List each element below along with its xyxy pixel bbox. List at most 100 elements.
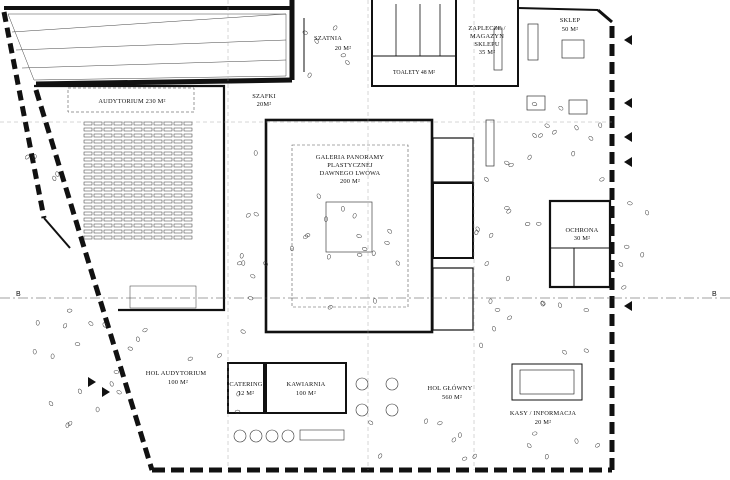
person-figure <box>48 401 54 407</box>
person-figure <box>32 349 37 355</box>
seat <box>113 133 123 138</box>
seat <box>153 205 163 210</box>
seat <box>153 169 163 174</box>
seat <box>123 223 133 228</box>
seat <box>93 163 103 168</box>
facade-left-west <box>1 11 47 219</box>
seat <box>103 223 113 228</box>
inner-walls <box>34 0 612 414</box>
person-figure <box>384 240 390 245</box>
seat <box>173 151 183 156</box>
person-figure <box>327 305 333 310</box>
label-toalety: TOALETY 48 M² <box>393 70 435 76</box>
seat <box>113 151 123 156</box>
seat <box>183 193 193 198</box>
seat <box>83 229 93 234</box>
seat <box>163 157 173 162</box>
seat <box>83 211 93 216</box>
seat <box>173 157 183 162</box>
seat <box>123 229 133 234</box>
person-figure <box>368 420 374 425</box>
person-figure <box>588 136 594 141</box>
seat <box>83 151 93 156</box>
seat <box>153 175 163 180</box>
seat <box>123 181 133 186</box>
person-figure <box>236 391 241 397</box>
seat <box>93 151 103 156</box>
person-figure <box>35 320 40 326</box>
seat <box>123 169 133 174</box>
section-mark-right: B <box>712 291 717 298</box>
seat <box>153 235 163 240</box>
person-figure <box>395 260 400 266</box>
seat <box>93 139 103 144</box>
seat <box>153 193 163 198</box>
auditorium-seating <box>67 87 197 309</box>
seat <box>173 121 183 126</box>
person-figure <box>127 346 133 351</box>
seat <box>153 157 163 162</box>
seat <box>153 181 163 186</box>
seat <box>173 169 183 174</box>
person-figure <box>624 244 630 249</box>
seat <box>123 217 133 222</box>
seat <box>123 151 133 156</box>
seat <box>163 217 173 222</box>
seat <box>153 199 163 204</box>
seat <box>183 235 193 240</box>
seat <box>103 175 113 180</box>
label-ochrona: OCHRONA <box>565 227 598 234</box>
label-sklep-area: 50 M² <box>562 26 579 33</box>
person-figure <box>67 421 73 426</box>
seat <box>173 163 183 168</box>
toilet-partitions <box>395 4 441 56</box>
person-figure <box>136 336 140 342</box>
person-figure <box>250 274 256 279</box>
seat <box>83 169 93 174</box>
seat <box>173 223 183 228</box>
seat <box>83 139 93 144</box>
person-figure <box>504 206 510 210</box>
grid-lines <box>0 0 612 470</box>
person-figure <box>304 233 311 238</box>
seat <box>93 187 103 192</box>
seat <box>133 127 143 132</box>
seat <box>83 133 93 138</box>
person-figure <box>387 229 392 234</box>
seat <box>83 145 93 150</box>
seat <box>183 145 193 150</box>
seat <box>113 121 123 126</box>
person-figure <box>479 342 483 349</box>
seat <box>183 217 193 222</box>
seat <box>103 235 113 240</box>
seat <box>103 121 113 126</box>
seat <box>113 211 123 216</box>
seat <box>183 139 193 144</box>
person-figure <box>507 315 512 320</box>
seat <box>173 217 183 222</box>
seat <box>133 205 143 210</box>
person-figure <box>50 353 55 359</box>
seat <box>103 163 113 168</box>
person-figure <box>302 30 308 35</box>
person-figure <box>236 261 243 266</box>
person-figure <box>508 162 514 168</box>
seat <box>83 157 93 162</box>
person-figure <box>557 302 562 308</box>
entrance-arrows <box>88 35 632 397</box>
ticket-desk <box>511 363 583 401</box>
person-figure <box>65 422 70 428</box>
seat <box>163 121 173 126</box>
seat <box>143 133 153 138</box>
seat <box>113 175 123 180</box>
seat <box>113 217 123 222</box>
person-figure <box>248 296 254 301</box>
person-figure <box>524 222 531 226</box>
seat <box>123 139 133 144</box>
seat <box>163 169 173 174</box>
seat <box>133 145 143 150</box>
seat <box>123 205 133 210</box>
seat <box>143 121 153 126</box>
person-figure <box>314 38 319 44</box>
label-hol-glowny-area: 560 M² <box>442 394 462 401</box>
